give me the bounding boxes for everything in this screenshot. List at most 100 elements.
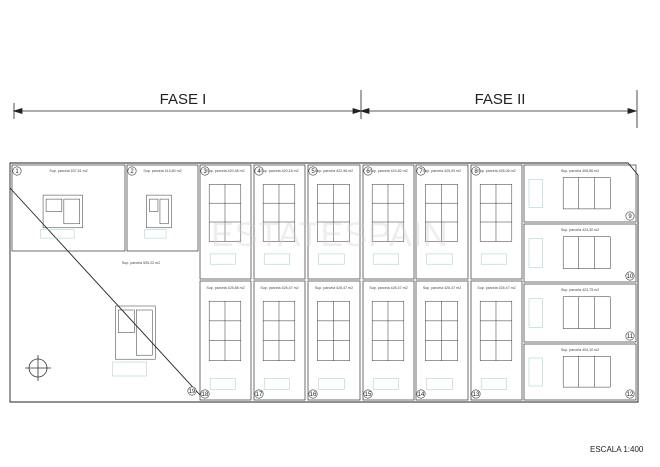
house-footprint	[528, 296, 611, 329]
house-footprint	[208, 300, 242, 390]
phase-dimension-line	[12, 90, 638, 128]
lot-surface-label: Sup. parcela 426,47 m2	[477, 286, 515, 290]
house-footprint	[371, 300, 405, 390]
house-footprint	[425, 300, 458, 390]
lot-surface-label: Sup. parcela 426,06 m2	[477, 169, 515, 173]
lot-number-badge	[625, 389, 635, 399]
site-boundary	[9, 162, 639, 403]
lot-number-badge	[625, 331, 635, 341]
lot-surface-label: Sup. parcela 414,80 m2	[143, 169, 181, 173]
lot-number-badge	[308, 389, 318, 399]
lot-number-badge	[471, 166, 481, 176]
lot-number-badge	[254, 166, 264, 176]
house-footprint	[528, 356, 611, 388]
lot-surface-label: Sup. parcela 423,75 m2	[561, 288, 599, 292]
lot-surface-label: Sup. parcela 424,30 m2	[561, 228, 599, 232]
lot-surface-label: Sup. parcela 408,86 m2	[561, 169, 599, 173]
scale-label: ESCALA 1:400	[590, 445, 644, 454]
lot-surface-label: Sup. parcela 537,61 m2	[49, 169, 87, 173]
north-compass-icon	[25, 355, 51, 381]
lot-number: 14	[418, 392, 425, 398]
lot-number: 12	[627, 392, 634, 398]
lot-number-badge	[625, 211, 635, 221]
house-footprint	[262, 300, 296, 390]
phase-1-label: FASE I	[160, 91, 207, 108]
lot-number-badge	[187, 386, 197, 396]
lot-number-badge	[363, 166, 373, 176]
house-footprint	[479, 184, 513, 265]
house-footprint	[112, 305, 156, 377]
lot-surface-label: Sup. parcela 425,09 m2	[423, 169, 461, 173]
lot-number: 4	[257, 169, 261, 175]
lot-number: 13	[473, 392, 480, 398]
lot-number-badge	[416, 166, 426, 176]
house-footprint	[144, 194, 172, 239]
lot-number: 11	[627, 334, 634, 340]
house-footprint	[528, 236, 611, 269]
lot-surface-label: Sup. parcela 420,48 m2	[206, 169, 244, 173]
lot-surface-label: Sup. parcela 426,47 m2	[369, 286, 407, 290]
lot-number-badge	[308, 166, 318, 176]
lot-number: 17	[256, 392, 263, 398]
house-footprint	[479, 300, 513, 390]
lot-number: 6	[366, 169, 370, 175]
house-footprint	[317, 300, 350, 390]
lot-14: 14 Sup. parcela 426,47 m2	[415, 280, 469, 401]
lot-number: 10	[627, 274, 634, 280]
lot-number: 16	[310, 392, 317, 398]
lot-number: 15	[365, 392, 372, 398]
house-footprint	[317, 184, 350, 265]
lot-number-badge	[254, 389, 264, 399]
lot-2: 2 Sup. parcela 414,80 m2	[126, 164, 199, 252]
lot-surface-label: Sup. parcela 505,22 m2	[122, 261, 160, 265]
lot-13: 13 Sup. parcela 426,47 m2	[470, 280, 523, 401]
house-footprint	[262, 184, 296, 265]
lot-number: 8	[474, 169, 478, 175]
lot-10: 10 Sup. parcela 424,30 m2	[523, 223, 637, 283]
lot-surface-label: Sup. parcela 426,47 m2	[315, 286, 353, 290]
lot-15: 15 Sup. parcela 426,47 m2	[362, 280, 415, 401]
phase-2-label: FASE II	[475, 91, 526, 108]
lot-number: 19	[189, 389, 196, 395]
lot-number: 9	[628, 214, 632, 220]
lot-surface-label: Sup. parcela 426,47 m2	[260, 286, 298, 290]
lot-1: 1 Sup. parcela 537,61 m2	[11, 164, 126, 252]
lot-11: 11 Sup. parcela 423,75 m2	[523, 283, 637, 343]
lot-number-badge	[363, 389, 373, 399]
lots-layer: 1 Sup. parcela 537,61 m2 2 Sup. parcela 414…	[11, 164, 637, 401]
lot-number: 18	[202, 392, 209, 398]
lot-number: 3	[203, 169, 207, 175]
lot-9: 9 Sup. parcela 408,86 m2	[523, 164, 637, 223]
lot-19: 19 Sup. parcela 505,22 m2	[112, 261, 197, 396]
watermark-text: ESTATESPAIN	[211, 216, 449, 254]
house-footprint	[208, 184, 242, 265]
lot-number: 2	[130, 169, 134, 175]
lot-number: 5	[311, 169, 315, 175]
lot-surface-label: Sup. parcela 424,82 m2	[369, 169, 407, 173]
lot-number-badge	[200, 389, 210, 399]
lot-number: 7	[419, 169, 423, 175]
lot-number-badge	[12, 166, 22, 176]
lot-18: 18 Sup. parcela 425,88 m2	[199, 280, 252, 401]
lot-number-badge	[471, 389, 481, 399]
lot-surface-label: Sup. parcela 420,18 m2	[260, 169, 298, 173]
house-footprint	[528, 177, 611, 210]
lot-number-badge	[127, 166, 137, 176]
lot-surface-label: Sup. parcela 425,88 m2	[206, 286, 244, 290]
lot-number-badge	[625, 271, 635, 281]
lot-surface-label: Sup. parcela 422,96 m2	[315, 169, 353, 173]
lot-number-badge	[200, 166, 210, 176]
lot-17: 17 Sup. parcela 426,47 m2	[253, 280, 306, 401]
road-edge-diagonal	[9, 187, 201, 396]
lot-surface-label: Sup. parcela 426,47 m2	[423, 286, 461, 290]
lot-number: 1	[15, 169, 19, 175]
lot-16: 16 Sup. parcela 426,47 m2	[307, 280, 361, 401]
house-footprint	[371, 184, 405, 265]
